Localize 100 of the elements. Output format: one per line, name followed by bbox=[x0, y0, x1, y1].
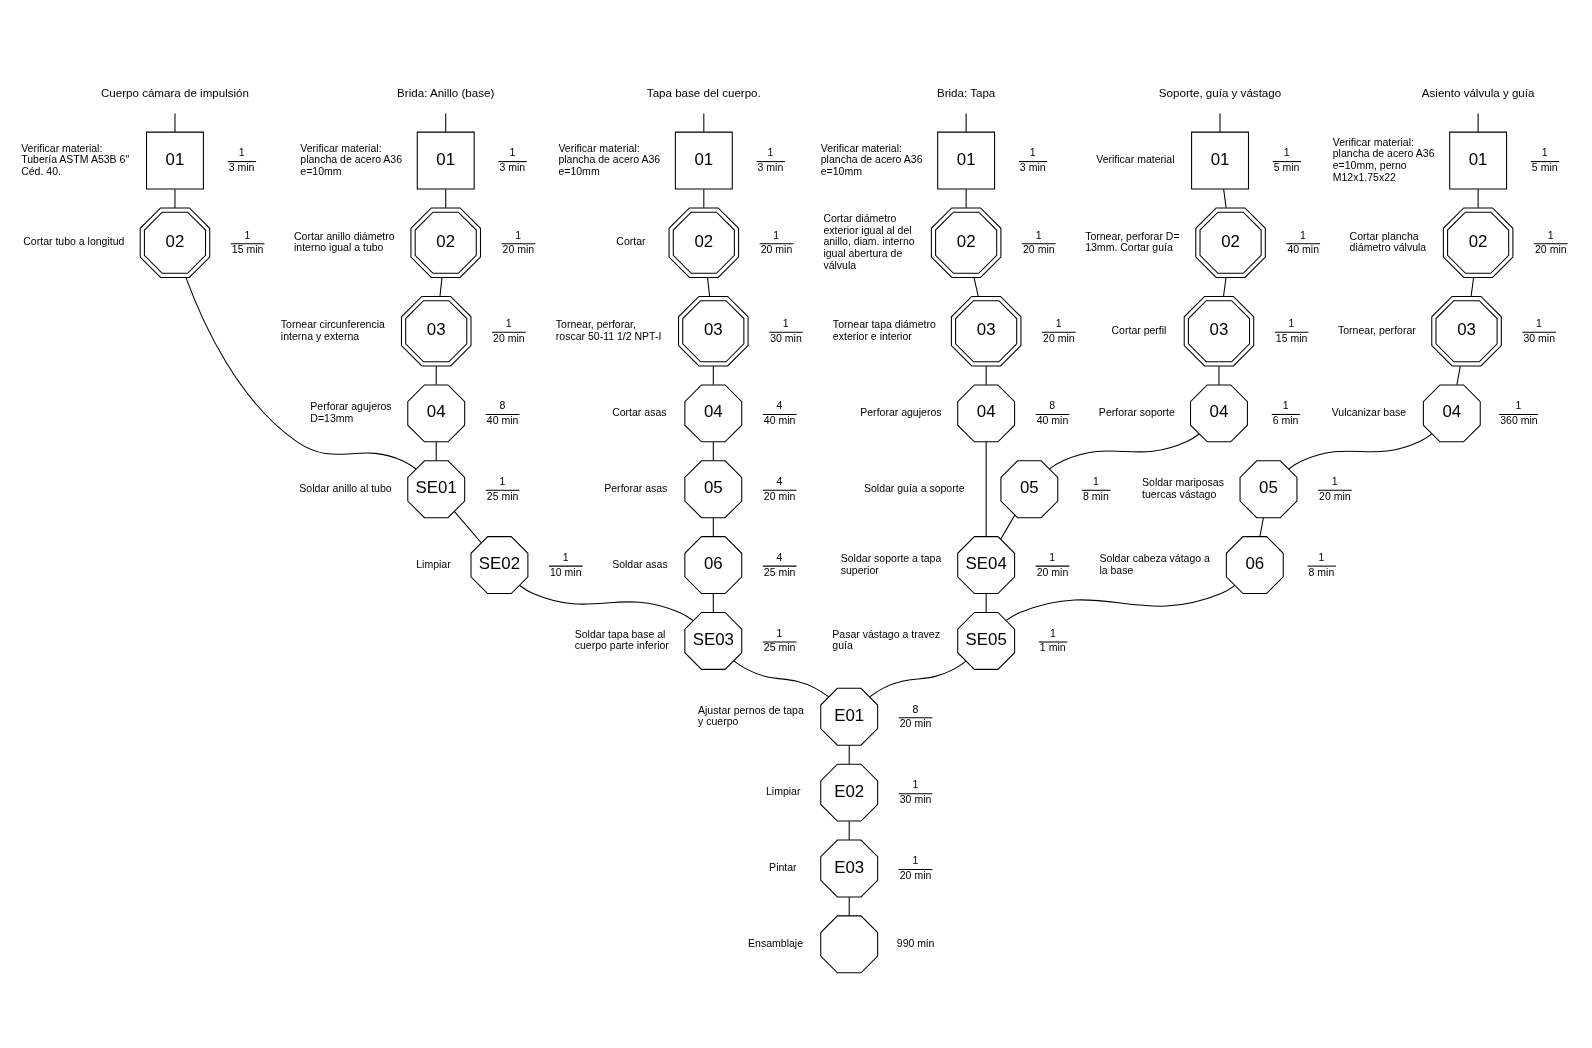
node-label: 25 min bbox=[486, 489, 519, 502]
node-label: Cortar anillo diámetro interno igual a tubo bbox=[294, 229, 395, 254]
connector bbox=[1219, 112, 1221, 133]
node-label: 25 min bbox=[763, 641, 796, 654]
node-box: 01 bbox=[937, 131, 996, 190]
node-label: 1 bbox=[1049, 626, 1056, 639]
node-label: 3 min bbox=[228, 161, 255, 174]
node-label: 20 min bbox=[763, 489, 796, 502]
connector bbox=[185, 277, 417, 470]
connector bbox=[435, 441, 437, 461]
connector bbox=[707, 277, 711, 297]
connector bbox=[712, 365, 714, 386]
connector bbox=[965, 188, 967, 209]
connector bbox=[848, 896, 850, 917]
connector bbox=[519, 584, 694, 622]
node-label: 1 bbox=[912, 778, 919, 791]
node-label: 1 bbox=[1536, 317, 1542, 329]
node-label: 20 min bbox=[899, 869, 932, 882]
node-label: 1 bbox=[1049, 550, 1056, 563]
node-label: Limpiar bbox=[416, 557, 451, 570]
node-label: 3 min bbox=[1019, 161, 1046, 174]
connector bbox=[1000, 514, 1016, 540]
node-label: 20 min bbox=[1535, 243, 1567, 256]
node-label: Verificar material: Tubería ASTM A53B 6" Céd. 40. bbox=[21, 141, 130, 177]
node-label: 15 min bbox=[1275, 331, 1308, 344]
node-label: 1 bbox=[1288, 317, 1295, 329]
node-box: 01 bbox=[1449, 131, 1508, 190]
node-label: 360 min bbox=[1500, 413, 1538, 426]
label: 990 min bbox=[896, 936, 935, 949]
connector bbox=[1259, 517, 1264, 537]
node-label: Verificar material: plancha de acero A36 e=10mm bbox=[300, 141, 403, 177]
node-label: 20 min bbox=[502, 243, 535, 256]
node-label: 1 bbox=[562, 550, 569, 563]
node-label: 20 min bbox=[493, 331, 525, 344]
node-label: 1 bbox=[776, 626, 783, 639]
node-label: Cortar perfil bbox=[1111, 323, 1167, 336]
node-label: 1 bbox=[1300, 228, 1306, 241]
node-label: 1 bbox=[1547, 228, 1554, 241]
node-label: 1 bbox=[782, 317, 789, 329]
node-label: 15 min bbox=[231, 243, 264, 256]
node-label: Pintar bbox=[769, 861, 797, 874]
node-label: 4 bbox=[776, 475, 783, 488]
connector bbox=[1005, 585, 1236, 621]
node-label: Cortar diámetro exterior igual al del anillo, diam. interno igual abertura de válvula bbox=[823, 212, 915, 271]
node-label: 1 bbox=[767, 146, 774, 159]
node-label: 4 bbox=[776, 399, 783, 412]
node-label: Cortar asas bbox=[612, 406, 667, 419]
node-label: Cortar plancha diámetro válvula bbox=[1349, 229, 1427, 254]
node-label: 40 min bbox=[486, 413, 519, 426]
node-label: 1 bbox=[499, 475, 506, 488]
node-label: Tornear, perforar D= 13mm. Cortar guía bbox=[1085, 229, 1180, 254]
node-box: 01 bbox=[416, 131, 475, 190]
connector bbox=[174, 112, 176, 133]
node-label: Soldar guía a soporte bbox=[863, 481, 965, 494]
node-label: 1 bbox=[1093, 475, 1099, 488]
node-label: Vulcanizar base bbox=[1331, 406, 1407, 419]
connector bbox=[1470, 277, 1475, 297]
connector bbox=[445, 188, 447, 209]
node-label: 20 min bbox=[760, 243, 793, 256]
connector bbox=[712, 593, 714, 613]
node-label: Verificar material: plancha de acero A36 e=10mm bbox=[820, 141, 923, 177]
connector bbox=[703, 112, 705, 133]
connector bbox=[712, 517, 714, 537]
node-text: Tapa base del cuerpo. bbox=[646, 87, 761, 100]
node-label: 25 min bbox=[763, 565, 796, 578]
node-label: 5 min bbox=[1273, 161, 1300, 174]
connector bbox=[1223, 277, 1227, 297]
connector bbox=[973, 277, 979, 297]
node-label: Ajustar pernos de tapa y cuerpo bbox=[698, 703, 804, 728]
node-label: Soldar tapa base al cuerpo parte inferior bbox=[574, 627, 669, 652]
node-label: 1 bbox=[509, 146, 516, 159]
node-label: Soldar asas bbox=[612, 557, 668, 570]
node-label: 1 bbox=[1029, 146, 1036, 159]
node-label: 1 bbox=[238, 146, 245, 159]
node-text: Cuerpo cámara de impulsión bbox=[100, 87, 249, 100]
connector bbox=[435, 365, 437, 386]
node-label: 20 min bbox=[899, 717, 932, 730]
connector bbox=[174, 188, 176, 209]
connector bbox=[1223, 188, 1227, 209]
node-label: 20 min bbox=[1043, 331, 1075, 344]
node-label: Perforar soporte bbox=[1098, 406, 1175, 419]
connector bbox=[985, 441, 987, 537]
connector bbox=[985, 593, 987, 613]
node-box: 01 bbox=[1191, 131, 1249, 190]
node-text: Brida: Anillo (base) bbox=[397, 87, 495, 100]
node-label: 1 bbox=[1515, 399, 1522, 412]
node-label: Verificar material: plancha de acero A36 e=10mm, perno M12x1.75x22 bbox=[1332, 135, 1435, 183]
node-box: 01 bbox=[146, 131, 204, 190]
node-label: 30 min bbox=[770, 331, 802, 344]
node-label: Tornear tapa diámetro exterior e interior bbox=[832, 318, 936, 342]
node-label: Tornear, perforar bbox=[1338, 323, 1416, 336]
node-box: 01 bbox=[674, 131, 733, 190]
connector bbox=[848, 820, 850, 841]
node-label: 40 min bbox=[1036, 413, 1069, 426]
node-text: Asiento válvula y guía bbox=[1421, 87, 1535, 100]
node-label: 1 bbox=[1282, 399, 1289, 412]
connector bbox=[439, 277, 443, 297]
node-label: Ensamblaje bbox=[748, 936, 804, 949]
node-label: Tornear, perforar, roscar 50-11 1/2 NPT-I bbox=[555, 318, 662, 342]
connector bbox=[1477, 188, 1479, 209]
